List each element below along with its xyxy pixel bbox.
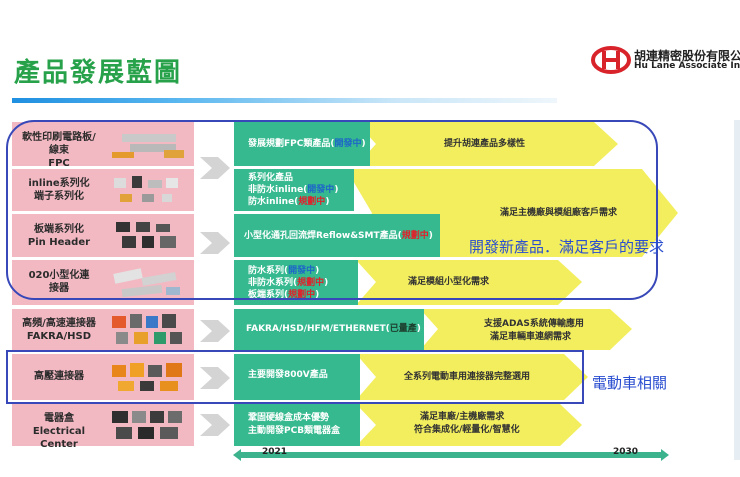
- note-new-products: 開發新產品．滿足客戶的要求: [469, 238, 665, 256]
- note-ev: 電動車相關: [592, 374, 668, 392]
- row-small-connector-label-1: 020小型化連: [28, 270, 90, 281]
- plan-electrical-center: 鞏固硬線盒成本優勢 主動開發PCB類電器盒: [234, 404, 360, 446]
- row-high-voltage: 高壓連接器: [12, 354, 194, 400]
- row-electrical-center-label-1: 電器盒: [44, 413, 74, 424]
- chevron-right-icon: [200, 367, 230, 389]
- ev-highlight: [6, 350, 584, 404]
- row-fpc-label-1: 軟性印刷電路板/線束: [22, 132, 96, 156]
- row-high-frequency-label-2: FAKRA/HSD: [26, 331, 92, 342]
- goal-arrow-ec: [356, 404, 582, 446]
- goal-arrow-small: [356, 260, 582, 305]
- row-electrical-center: 電器盒 Electrical Center: [12, 404, 194, 450]
- small-connector-image: [113, 268, 180, 298]
- goal-arrow-hv: [356, 354, 588, 400]
- goal-arrow-fpc: [356, 122, 618, 166]
- pin-header-image: [116, 222, 176, 248]
- row-inline: inline系列化 端子系列化: [12, 169, 194, 211]
- title-underline: [12, 98, 557, 103]
- row-pin-header: 板端系列化 Pin Header: [12, 214, 194, 257]
- company-logo: 胡連精密股份有限公司 Hu Lane Associate Inc: [591, 46, 740, 76]
- timeline-start: 2021: [262, 447, 288, 457]
- slide-edge: [734, 120, 740, 460]
- status-developing: 開發中: [307, 185, 335, 195]
- status-planning: 規劃中: [401, 231, 429, 241]
- status-developing: 開發中: [288, 266, 316, 276]
- plan-inline: 系列化產品 非防水inline(開發中) 防水inline(規劃中): [234, 169, 354, 211]
- status-developing: 開發中: [334, 139, 362, 149]
- fpc-connector-image: [112, 134, 184, 158]
- timeline-end: 2030: [613, 447, 639, 457]
- row-small-connector: 020小型化連 接器: [12, 260, 194, 305]
- timeline-arrow: [233, 449, 669, 461]
- new-products-highlight: [6, 120, 658, 300]
- logo-name-en: Hu Lane Associate Inc: [634, 61, 740, 71]
- row-high-frequency-label-1: 高頻/高速連接器: [22, 318, 96, 329]
- row-electrical-center-label-2: Electrical Center: [32, 426, 86, 450]
- chevron-right-icon: [200, 232, 230, 254]
- inline-terminal-image: [114, 176, 178, 202]
- row-small-connector-label-2: 接器: [49, 283, 69, 294]
- row-pin-header-label-2: Pin Header: [27, 237, 91, 248]
- chevron-right-icon: [200, 157, 230, 179]
- goal-ec-1: 滿足車廠/主機廠需求: [420, 412, 505, 422]
- row-high-voltage-label: 高壓連接器: [34, 371, 84, 382]
- row-high-frequency: 高頻/高速連接器 FAKRA/HSD: [12, 309, 194, 350]
- row-inline-label-2: 端子系列化: [34, 191, 84, 202]
- chevron-right-icon: [200, 414, 230, 436]
- logo-name-cn: 胡連精密股份有限公司: [634, 49, 740, 63]
- logo-mark-icon: [591, 46, 631, 74]
- goal-adas-1: 支援ADAS系統傳輸應用: [484, 319, 584, 329]
- fakra-hsd-image: [112, 314, 182, 344]
- row-fpc: 軟性印刷電路板/線束 FPC Connector: [12, 122, 194, 182]
- plan-high-voltage: 主要開發800V產品: [234, 354, 360, 400]
- goal-fpc: 提升胡連產品多樣性: [444, 139, 526, 149]
- status-mass-production: 已量產: [389, 324, 417, 334]
- plan-fakra: FAKRA/HSD/HFM/ETHERNET(已量產): [234, 309, 424, 350]
- electrical-center-image: [112, 411, 182, 439]
- plan-fpc: 發展規劃FPC類產品(開發中): [234, 122, 370, 166]
- goal-high-voltage: 全系列電動車用連接器完整選用: [404, 372, 531, 382]
- plan-small-connector: 防水系列(開發中) 非防水系列(規劃中) 板端系列(規劃中): [234, 260, 358, 305]
- goal-ec-2: 符合集成化/輕量化/智慧化: [414, 425, 520, 435]
- high-voltage-connector-image: [112, 363, 182, 391]
- goal-adas-2: 滿足車輛車連網需求: [490, 332, 572, 342]
- goal-customers: 滿足主機廠與模組廠客戶需求: [500, 208, 618, 218]
- row-inline-label-1: inline系列化: [28, 178, 90, 189]
- plan-pin-header: 小型化通孔回流焊Reflow&SMT產品(規劃中): [234, 214, 440, 257]
- goal-arrow-adas: [420, 309, 632, 350]
- chevron-right-icon: [200, 320, 230, 342]
- page-title: 產品發展藍圖: [14, 58, 183, 88]
- status-planning: 規劃中: [297, 278, 325, 288]
- goal-small: 滿足模組小型化需求: [408, 277, 490, 287]
- row-pin-header-label-1: 板端系列化: [34, 224, 84, 235]
- status-planning: 規劃中: [298, 197, 326, 207]
- status-planning: 規劃中: [288, 290, 316, 300]
